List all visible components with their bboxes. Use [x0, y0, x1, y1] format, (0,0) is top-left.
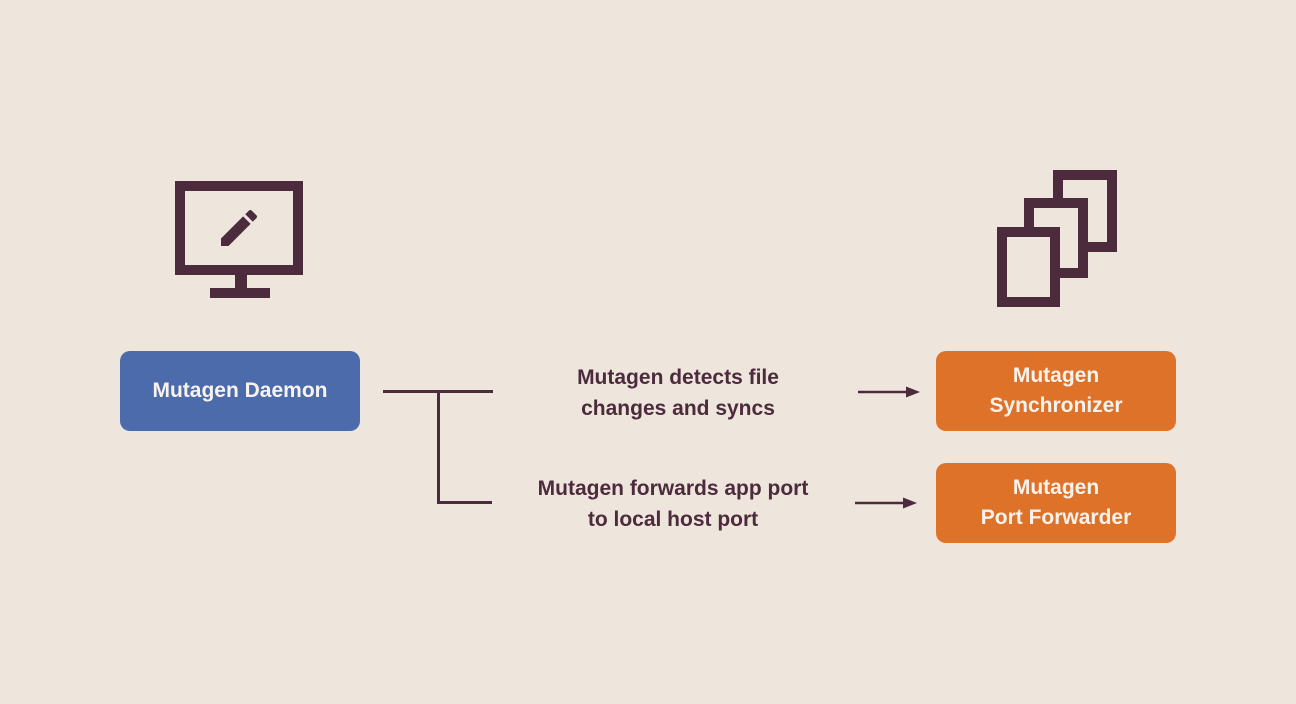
synchronizer-node-line1: Mutagen [1012, 364, 1100, 387]
monitor-stand-neck [235, 275, 247, 290]
connector-line-bottom [437, 501, 492, 504]
sync-right-arrow-icon [858, 386, 920, 398]
edge-label-forward-line1: Mutagen forwards app port [537, 477, 809, 500]
document-front [997, 227, 1060, 307]
edge-label-sync-line2: changes and syncs [581, 397, 775, 420]
edge-label-sync-line1: Mutagen detects file [577, 366, 779, 389]
connector-line-vertical [437, 390, 440, 504]
edge-label-sync: Mutagen detects file changes and syncs [520, 362, 836, 424]
port-forwarder-node-line1: Mutagen [1012, 476, 1100, 499]
monitor-stand-base [210, 288, 270, 298]
daemon-node-label: Mutagen Daemon [152, 379, 328, 402]
monitor-screen-outline [175, 181, 303, 275]
synchronizer-node-line2: Synchronizer [989, 394, 1123, 417]
forward-right-arrow-icon [855, 497, 917, 509]
edge-label-forward-line2: to local host port [587, 508, 759, 531]
port-forwarder-node: Mutagen Port Forwarder [936, 463, 1176, 543]
daemon-node: Mutagen Daemon [120, 351, 360, 431]
pencil-icon [221, 209, 258, 246]
stacked-documents-icon [997, 170, 1117, 307]
port-forwarder-node-line2: Port Forwarder [980, 506, 1132, 529]
edge-label-forward: Mutagen forwards app port to local host … [508, 473, 838, 535]
monitor-with-pencil-icon [175, 181, 303, 298]
synchronizer-node: Mutagen Synchronizer [936, 351, 1176, 431]
